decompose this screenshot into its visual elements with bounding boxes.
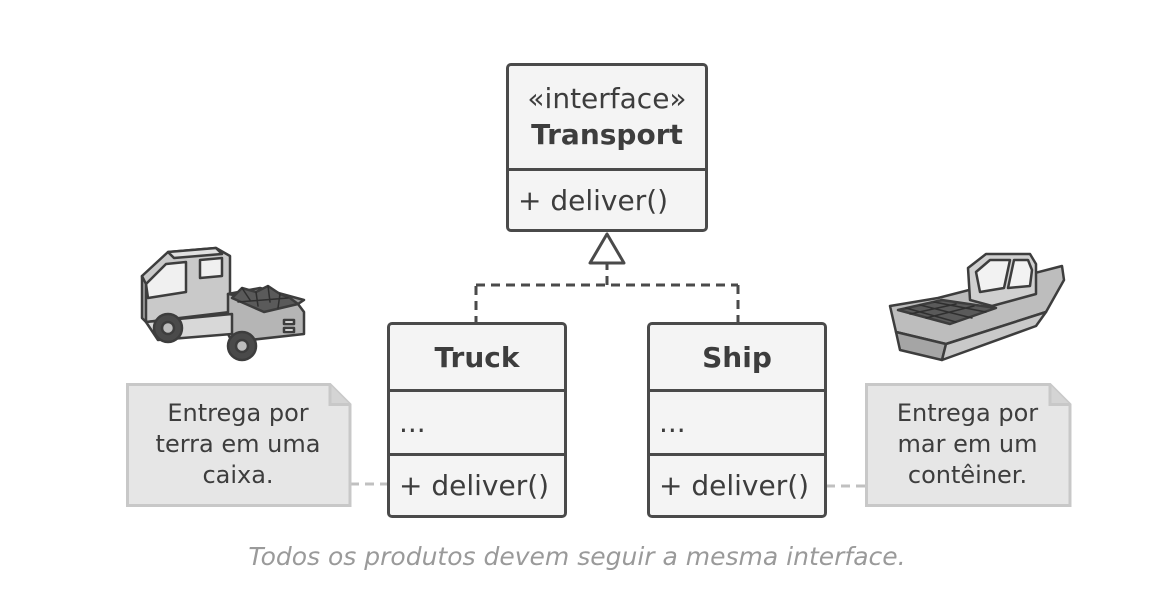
ship-note-fold bbox=[865, 383, 1072, 507]
truck-class-name: Truck bbox=[434, 340, 520, 374]
truck-note-fold bbox=[126, 383, 352, 507]
truck-class-box: Truck ... + deliver() bbox=[387, 322, 567, 518]
truck-fields: ... bbox=[390, 389, 564, 453]
truck-note-line: terra em uma bbox=[155, 429, 321, 458]
transport-deliver-method: + deliver() bbox=[518, 183, 669, 217]
ship-class-box: Ship ... + deliver() bbox=[647, 322, 827, 518]
transport-header: «interface» Transport bbox=[509, 66, 705, 168]
ship-note: Entrega por mar em um contêiner. bbox=[865, 383, 1070, 505]
ship-header: Ship bbox=[650, 325, 824, 389]
truck-methods: + deliver() bbox=[390, 453, 564, 515]
realization-arrowhead bbox=[588, 232, 626, 265]
interface-name: Transport bbox=[531, 118, 683, 151]
truck-note-text: Entrega por terra em uma caixa. bbox=[156, 398, 321, 491]
truck-icon bbox=[140, 246, 306, 362]
truck-header: Truck bbox=[390, 325, 564, 389]
ship-fields: ... bbox=[650, 389, 824, 453]
transport-methods: + deliver() bbox=[509, 168, 705, 229]
ship-note-line: contêiner. bbox=[907, 460, 1028, 489]
realization-connector bbox=[474, 264, 740, 325]
ship-fields-text: ... bbox=[659, 406, 686, 439]
ship-note-text: Entrega por mar em um contêiner. bbox=[897, 398, 1038, 491]
boat-icon bbox=[888, 252, 1066, 362]
truck-note-line: Entrega por bbox=[167, 398, 309, 427]
ship-note-line: Entrega por bbox=[896, 398, 1039, 427]
ship-methods: + deliver() bbox=[650, 453, 824, 515]
ship-deliver-method: + deliver() bbox=[659, 469, 810, 502]
truck-note: Entrega por terra em uma caixa. bbox=[126, 383, 350, 505]
truck-note-line: caixa. bbox=[202, 460, 274, 489]
ship-class-name: Ship bbox=[702, 340, 772, 374]
diagram-caption: Todos os produtos devem seguir a mesma i… bbox=[248, 542, 906, 571]
truck-deliver-method: + deliver() bbox=[399, 469, 550, 502]
interface-stereotype: «interface» bbox=[527, 82, 687, 115]
truck-fields-text: ... bbox=[399, 406, 426, 439]
transport-interface-box: «interface» Transport + deliver() bbox=[506, 63, 708, 232]
ship-note-line: mar em um bbox=[897, 429, 1038, 458]
